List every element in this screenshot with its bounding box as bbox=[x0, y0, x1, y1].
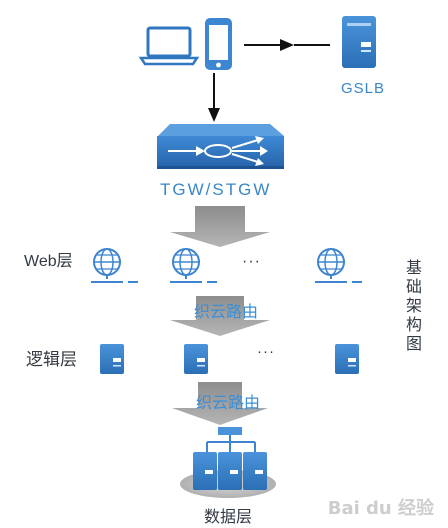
route-label-2: 织云路由 bbox=[196, 395, 261, 412]
arrow-down-to-gateway bbox=[208, 73, 220, 122]
web-layer-label: Web层 bbox=[24, 253, 73, 270]
laptop-icon bbox=[138, 26, 200, 66]
logic-server-3 bbox=[335, 344, 359, 374]
side-title-vertical: 基础架构图 bbox=[405, 260, 422, 353]
flow-arrow-web-to-logic bbox=[170, 296, 270, 336]
gateway-switch-icon bbox=[157, 124, 284, 169]
gslb-server-icon bbox=[342, 16, 376, 68]
data-layer-label: 数据层 bbox=[204, 509, 253, 526]
phone-icon bbox=[205, 18, 232, 70]
logic-layer-label: 逻辑层 bbox=[26, 350, 77, 369]
flow-arrow-gateway-to-web bbox=[170, 206, 270, 247]
flow-arrow-logic-to-data bbox=[172, 382, 268, 425]
database-cluster-icon bbox=[180, 427, 276, 498]
baidu-watermark-logo: Bai du 经验 bbox=[328, 494, 434, 520]
watermark-text: Bai du 经验 bbox=[327, 498, 434, 519]
gslb-label: GSLB bbox=[341, 80, 386, 97]
arrow-to-gslb bbox=[244, 39, 330, 51]
route-label-1: 织云路由 bbox=[194, 304, 259, 321]
gateway-label: TGW/STGW bbox=[160, 180, 272, 199]
logic-layer-ellipsis: ··· bbox=[257, 343, 275, 360]
logic-server-1 bbox=[100, 344, 124, 374]
web-server-globe-2 bbox=[170, 248, 217, 283]
web-server-globe-3 bbox=[315, 248, 362, 283]
web-server-globe-1 bbox=[91, 248, 138, 283]
web-layer-ellipsis: ··· bbox=[242, 253, 261, 270]
logic-server-2 bbox=[184, 344, 208, 374]
